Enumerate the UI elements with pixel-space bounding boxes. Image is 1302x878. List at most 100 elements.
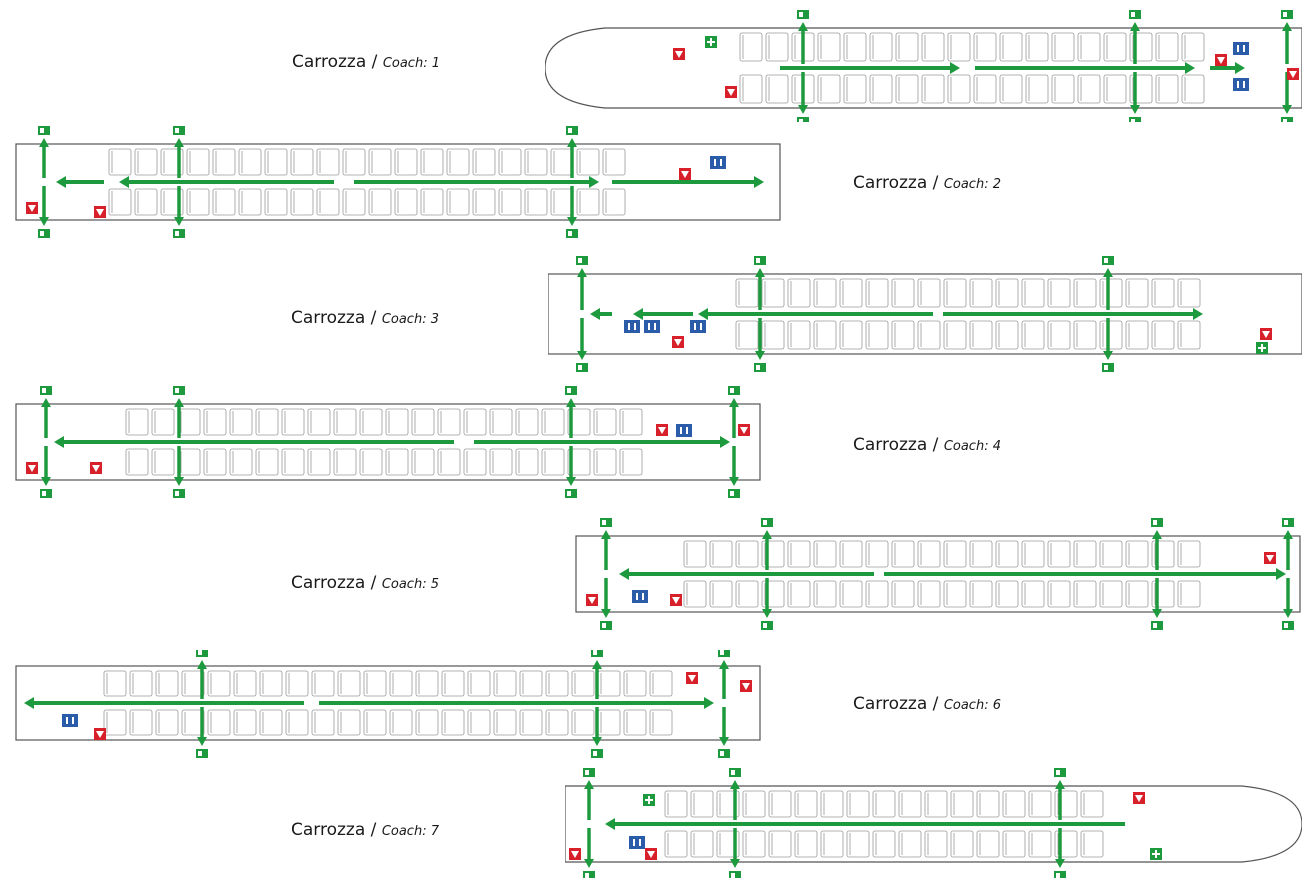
arrow-head-icon [197,660,207,669]
seat [891,540,915,568]
seat [872,790,896,818]
seat [333,408,357,436]
seat [389,670,413,697]
arrow-head-icon [1103,268,1113,277]
seat [307,448,331,476]
seat [839,278,863,308]
coach-plan-3 [548,256,1302,372]
coach-plan-7 [565,768,1302,878]
arrow-head-icon [566,477,576,486]
seat [108,148,132,176]
seat [950,790,974,818]
arrow-head-icon [601,530,611,539]
seat [973,74,997,104]
seat [1103,74,1127,104]
coach-label-3: Carrozza / Coach: 3 [291,308,439,328]
seat [1021,540,1045,568]
toilet-icon [1233,42,1249,55]
seat [690,790,714,818]
arrow-head-icon [584,859,594,868]
seat [1177,320,1201,350]
arrow-head-icon [720,436,730,448]
toilet-icon [690,320,706,333]
seat [999,32,1023,62]
seat [602,148,626,176]
seat [619,448,643,476]
toilet-icon [710,156,726,169]
arrow-head-icon [730,859,740,868]
seat [259,670,283,697]
seat [787,580,811,608]
arrow-head-icon [1185,62,1195,74]
seat [619,408,643,436]
seat [307,408,331,436]
seat [995,320,1019,350]
seat [839,540,863,568]
seat [1002,830,1026,858]
seat [441,709,465,736]
seat [683,540,707,568]
seat [420,148,444,176]
seat [664,790,688,818]
seat [467,670,491,697]
arrow-head-icon [56,176,66,188]
seat [761,278,785,308]
seat [1080,790,1104,818]
coach-label-6: Carrozza / Coach: 6 [853,694,1001,714]
seat [917,540,941,568]
seat [446,148,470,176]
seat [1025,74,1049,104]
arrow-head-icon [1193,308,1203,320]
arrow-head-icon [605,818,615,830]
seat [649,670,673,697]
seat [969,278,993,308]
seat [385,408,409,436]
arrow-head-icon [1282,22,1292,31]
arrow-head-icon [24,697,34,709]
arrow-head-icon [762,609,772,618]
seat [846,790,870,818]
seat [1073,540,1097,568]
seat [108,188,132,216]
seat [489,408,513,436]
seat [342,148,366,176]
arrow-head-icon [592,737,602,746]
seat [281,448,305,476]
seat [545,709,569,736]
seat [259,709,283,736]
seat [1047,540,1071,568]
seat [463,408,487,436]
seat [794,790,818,818]
seat [865,278,889,308]
coach-label-1: Carrozza / Coach: 1 [292,52,440,72]
seat [735,320,759,350]
seat [515,408,539,436]
arrow-head-icon [566,398,576,407]
arrow-head-icon [1283,530,1293,539]
seat [129,709,153,736]
arrow-head-icon [567,138,577,147]
arrow-head-icon [39,138,49,147]
arrow-head-icon [577,351,587,360]
seat [593,408,617,436]
seat [1051,32,1075,62]
seat [917,320,941,350]
seat [519,709,543,736]
seat [264,188,288,216]
seat [1028,790,1052,818]
seat [576,188,600,216]
arrow-head-icon [577,268,587,277]
seat [207,709,231,736]
arrow-head-icon [1130,22,1140,31]
seat [787,320,811,350]
seat [843,32,867,62]
seat [943,580,967,608]
coach-plan-6 [15,650,761,758]
seat [281,408,305,436]
seat [1103,32,1127,62]
seat [1021,580,1045,608]
seat [943,278,967,308]
seat [891,278,915,308]
seat [437,408,461,436]
seat [498,148,522,176]
